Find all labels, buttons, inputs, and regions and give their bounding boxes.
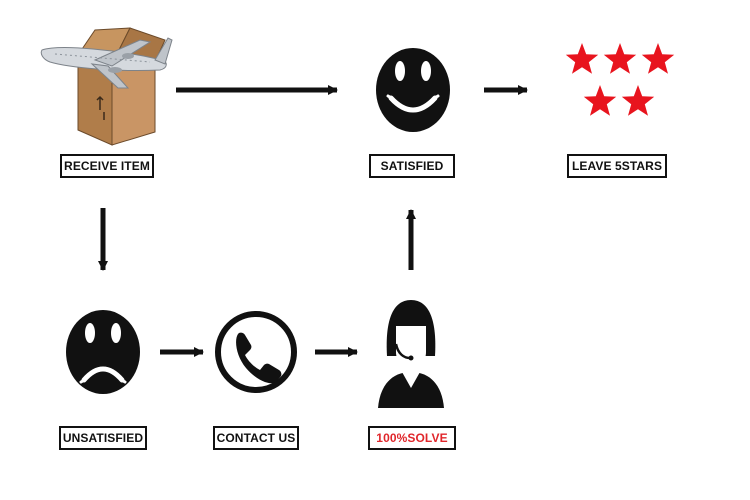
label-receive-item: RECEIVE ITEM <box>60 154 154 178</box>
package-plane-icon <box>40 27 173 146</box>
label-leave-5stars: LEAVE 5STARS <box>567 154 667 178</box>
label-contact-us: CONTACT US <box>213 426 299 450</box>
support-agent-icon <box>378 300 444 408</box>
label-solve: 100%SOLVE <box>368 426 456 450</box>
sad-face-icon <box>66 310 140 394</box>
happy-face-icon <box>376 48 450 132</box>
phone-icon <box>215 311 297 393</box>
label-satisfied: SATISFIED <box>369 154 455 178</box>
flow-arrows <box>98 85 528 357</box>
label-unsatisfied: UNSATISFIED <box>59 426 147 450</box>
five-stars-icon <box>565 43 675 116</box>
